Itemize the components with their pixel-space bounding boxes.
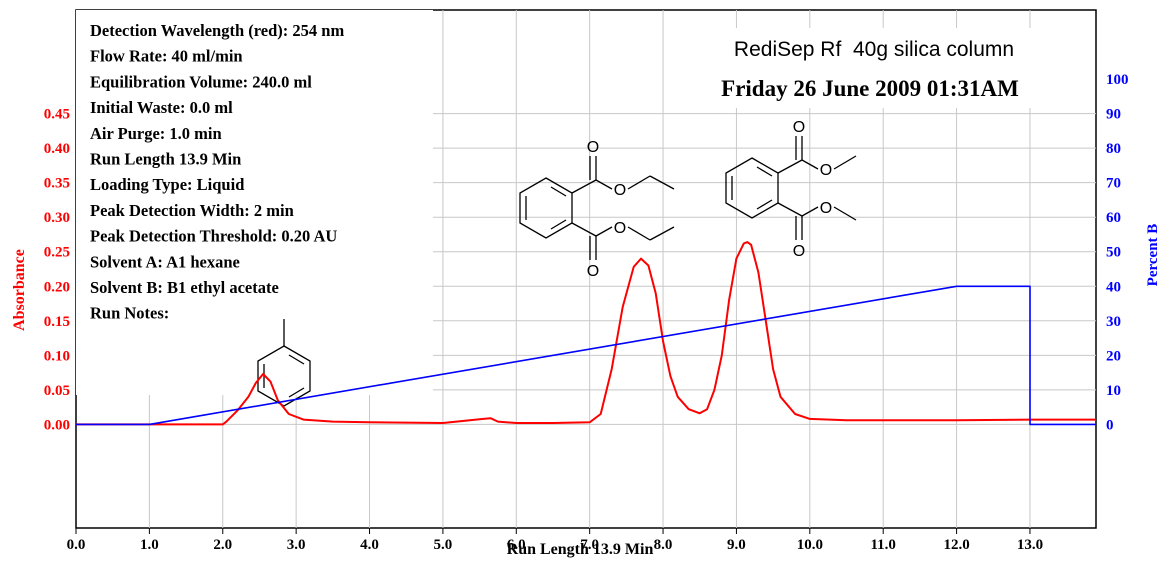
y-axis-label-right: Percent B [1145, 224, 1161, 287]
y-tick-label-left: 0.40 [44, 141, 70, 157]
info-line: Detection Wavelength (red): 254 nm [90, 21, 344, 40]
y-tick-label-right: 0 [1106, 417, 1114, 433]
y-tick-label-left: 0.05 [44, 383, 70, 399]
y-tick-label-left: 0.10 [44, 348, 70, 364]
atom-label: O [820, 162, 832, 179]
y-tick-label-right: 50 [1106, 245, 1121, 261]
atom-label: O [793, 243, 805, 260]
x-tick-label: 12.0 [943, 537, 969, 553]
y-tick-label-left: 0.35 [44, 176, 70, 192]
chart-title: RediSep Rf 40g silica column [734, 38, 1014, 61]
chart-subtitle: Friday 26 June 2009 01:31AM [721, 76, 1019, 101]
y-tick-label-right: 90 [1106, 107, 1121, 123]
x-tick-label: 10.0 [797, 537, 823, 553]
atom-label: O [614, 182, 626, 199]
x-tick-label: 7.0 [580, 537, 599, 553]
y-axis-label-left: Absorbance [11, 249, 28, 331]
x-tick-label: 9.0 [727, 537, 746, 553]
info-line: Solvent B: B1 ethyl acetate [90, 278, 279, 297]
x-tick-label: 5.0 [434, 537, 453, 553]
atom-label: O [820, 200, 832, 217]
y-tick-label-left: 0.25 [44, 245, 70, 261]
percent-b-gradient-line [76, 285, 1096, 426]
y-tick-label-right: 70 [1106, 176, 1121, 192]
y-tick-label-right: 10 [1106, 383, 1121, 399]
y-tick-label-right: 80 [1106, 141, 1121, 157]
diethyl-phthalate-structure: O O O O [519, 139, 675, 280]
atom-label: O [587, 139, 599, 156]
info-line: Peak Detection Threshold: 0.20 AU [90, 227, 337, 246]
x-tick-label: 0.0 [67, 537, 86, 553]
info-line: Loading Type: Liquid [90, 175, 244, 194]
info-box [76, 10, 433, 395]
info-line: Peak Detection Width: 2 min [90, 201, 294, 220]
x-tick-label: 2.0 [213, 537, 232, 553]
y-tick-label-left: 0.20 [44, 279, 70, 295]
y-tick-label-right: 30 [1106, 314, 1121, 330]
atom-label: O [614, 220, 626, 237]
x-axis-label: Run Length 13.9 Min [507, 541, 654, 558]
axis-ticks: 0.0 1.0 2.0 3.0 4.0 5.0 6.0 7.0 8.0 9.0 10.0 11.0 12… [44, 72, 1129, 553]
y-tick-label-right: 20 [1106, 348, 1121, 364]
series [76, 241, 1096, 426]
info-line: Solvent A: A1 hexane [90, 252, 240, 271]
atom-label: O [793, 119, 805, 136]
dimethyl-phthalate-structure: O O O O [725, 119, 857, 260]
x-tick-label: 1.0 [140, 537, 159, 553]
x-tick-label: 11.0 [870, 537, 895, 553]
absorbance-trace-line [76, 241, 1096, 426]
x-tick-label: 13.0 [1017, 537, 1043, 553]
info-line: Equilibration Volume: 240.0 ml [90, 72, 312, 91]
x-tick-label: 4.0 [360, 537, 379, 553]
info-line: Run Length 13.9 Min [90, 150, 241, 169]
y-tick-label-left: 0.45 [44, 107, 70, 123]
y-tick-label-right: 40 [1106, 279, 1121, 295]
title-box [668, 28, 1086, 108]
toluene-structure [257, 319, 311, 407]
info-line: Flow Rate: 40 ml/min [90, 47, 243, 66]
info-line: Run Notes: [90, 304, 169, 323]
y-tick-label-left: 0.00 [44, 417, 70, 433]
atom-label: O [587, 263, 599, 280]
run-info: Detection Wavelength (red): 254 nm Flow R… [90, 21, 344, 323]
x-tick-label: 6.0 [507, 537, 526, 553]
y-tick-label-right: 60 [1106, 210, 1121, 226]
y-tick-label-left: 0.15 [44, 314, 70, 330]
y-tick-label-left: 0.30 [44, 210, 70, 226]
info-line: Air Purge: 1.0 min [90, 124, 222, 143]
info-line: Initial Waste: 0.0 ml [90, 98, 233, 117]
y-tick-label-right: 100 [1106, 72, 1129, 88]
x-tick-label: 8.0 [654, 537, 673, 553]
x-tick-label: 3.0 [287, 537, 306, 553]
